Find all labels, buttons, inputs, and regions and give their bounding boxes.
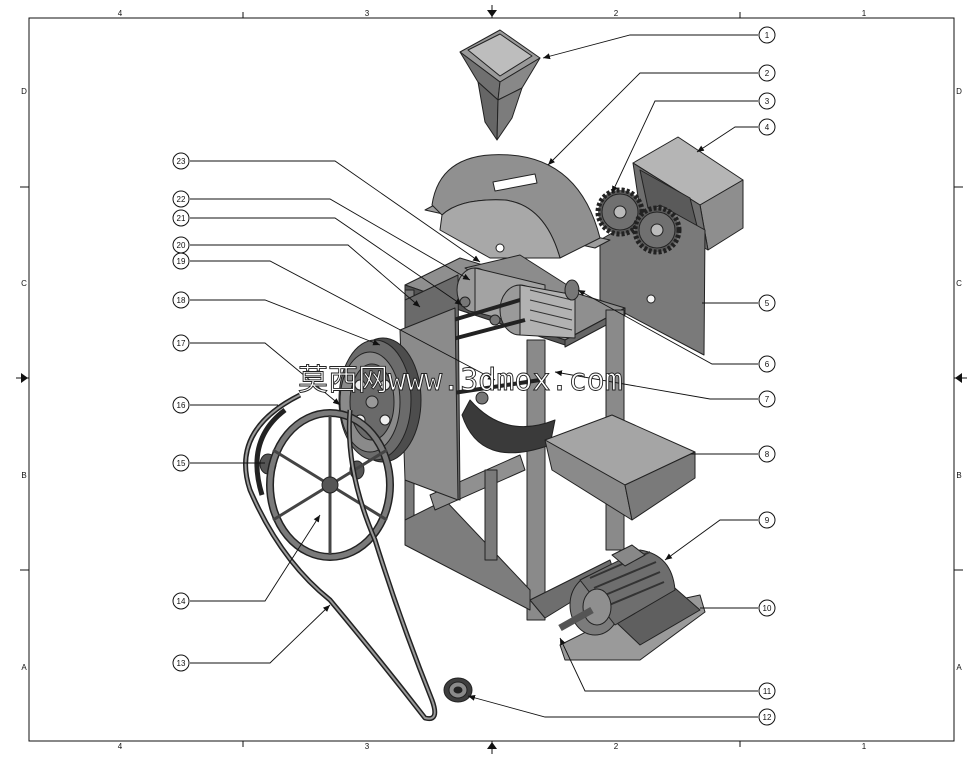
balloon-14-label: 14 xyxy=(177,597,186,606)
zone-top-2: 3 xyxy=(365,9,370,18)
gear-pair xyxy=(595,187,682,255)
balloon-callouts: 1 2 3 4 5 6 7 8 9 10 11 12 13 14 15 16 1… xyxy=(172,26,776,726)
balloon-18-label: 18 xyxy=(177,296,186,305)
balloon-15-label: 15 xyxy=(177,459,186,468)
electric-motor xyxy=(558,544,706,661)
balloon-4-label: 4 xyxy=(765,123,770,132)
balloon-19: 19 xyxy=(172,252,190,270)
hopper xyxy=(459,29,541,141)
balloon-4: 4 xyxy=(758,118,776,136)
balloon-11: 11 xyxy=(758,682,776,700)
balloon-10-label: 10 xyxy=(763,604,772,613)
balloon-3-label: 3 xyxy=(765,97,770,106)
balloon-16: 16 xyxy=(172,396,190,414)
balloon-19-label: 19 xyxy=(177,257,186,266)
balloon-20-label: 20 xyxy=(177,241,186,250)
balloon-22-label: 22 xyxy=(177,195,186,204)
balloon-12: 12 xyxy=(758,708,776,726)
v-belts xyxy=(243,392,438,722)
balloon-1-label: 1 xyxy=(765,31,770,40)
balloon-13-label: 13 xyxy=(177,659,186,668)
zone-top-4: 1 xyxy=(862,9,867,18)
zone-right-2: C xyxy=(956,279,962,288)
balloon-1: 1 xyxy=(758,26,776,44)
zone-right-4: A xyxy=(956,663,962,672)
balloon-7: 7 xyxy=(758,390,776,408)
spoked-flywheel xyxy=(266,409,394,561)
balloon-9: 9 xyxy=(758,511,776,529)
balloon-14: 14 xyxy=(172,592,190,610)
balloon-18: 18 xyxy=(172,291,190,309)
zone-bottom-2: 3 xyxy=(365,742,370,751)
balloon-6-label: 6 xyxy=(765,360,770,369)
roller-assembly xyxy=(419,254,580,454)
zone-left-2: C xyxy=(21,279,27,288)
zone-top-3: 2 xyxy=(614,9,619,18)
zone-bottom-3: 2 xyxy=(614,742,619,751)
top-cover xyxy=(424,154,611,259)
balloon-5: 5 xyxy=(758,294,776,312)
zone-bottom-4: 1 xyxy=(862,742,867,751)
balloon-15: 15 xyxy=(172,454,190,472)
zone-bottom-1: 4 xyxy=(118,742,123,751)
balloon-7-label: 7 xyxy=(765,395,770,404)
balloon-2: 2 xyxy=(758,64,776,82)
balloon-8-label: 8 xyxy=(765,450,770,459)
balloon-17: 17 xyxy=(172,334,190,352)
balloon-22: 22 xyxy=(172,190,190,208)
zone-right-3: B xyxy=(956,471,961,480)
balloon-6: 6 xyxy=(758,355,776,373)
balloon-5-label: 5 xyxy=(765,299,770,308)
balloon-8: 8 xyxy=(758,445,776,463)
balloon-3: 3 xyxy=(758,92,776,110)
balloon-9-label: 9 xyxy=(765,516,770,525)
zone-left-3: B xyxy=(21,471,26,480)
drawing-frame xyxy=(16,5,967,754)
balloon-13: 13 xyxy=(172,654,190,672)
balloon-16-label: 16 xyxy=(177,401,186,410)
balloon-10: 10 xyxy=(758,599,776,617)
balloon-11-label: 11 xyxy=(763,687,772,696)
loose-pulley xyxy=(443,677,473,703)
zone-left-4: A xyxy=(21,663,27,672)
balloon-2-label: 2 xyxy=(765,69,770,78)
zone-labels: 4 3 2 1 4 3 2 1 D C B A D C B A xyxy=(21,9,962,751)
balloon-23-label: 23 xyxy=(177,157,186,166)
zone-left-1: D xyxy=(21,87,27,96)
leader-lines xyxy=(190,34,758,718)
balloon-21: 21 xyxy=(172,209,190,227)
balloon-20: 20 xyxy=(172,236,190,254)
balloon-17-label: 17 xyxy=(177,339,186,348)
balloon-23: 23 xyxy=(172,152,190,170)
machine-exploded-view xyxy=(243,29,744,722)
zone-top-1: 4 xyxy=(118,9,123,18)
watermark-text: 莫西网www.3dmox.com xyxy=(298,363,623,398)
balloon-12-label: 12 xyxy=(763,713,772,722)
zone-right-1: D xyxy=(956,87,962,96)
large-grooved-pulley xyxy=(338,337,422,463)
balloon-21-label: 21 xyxy=(177,214,186,223)
discharge-chute xyxy=(544,414,696,521)
